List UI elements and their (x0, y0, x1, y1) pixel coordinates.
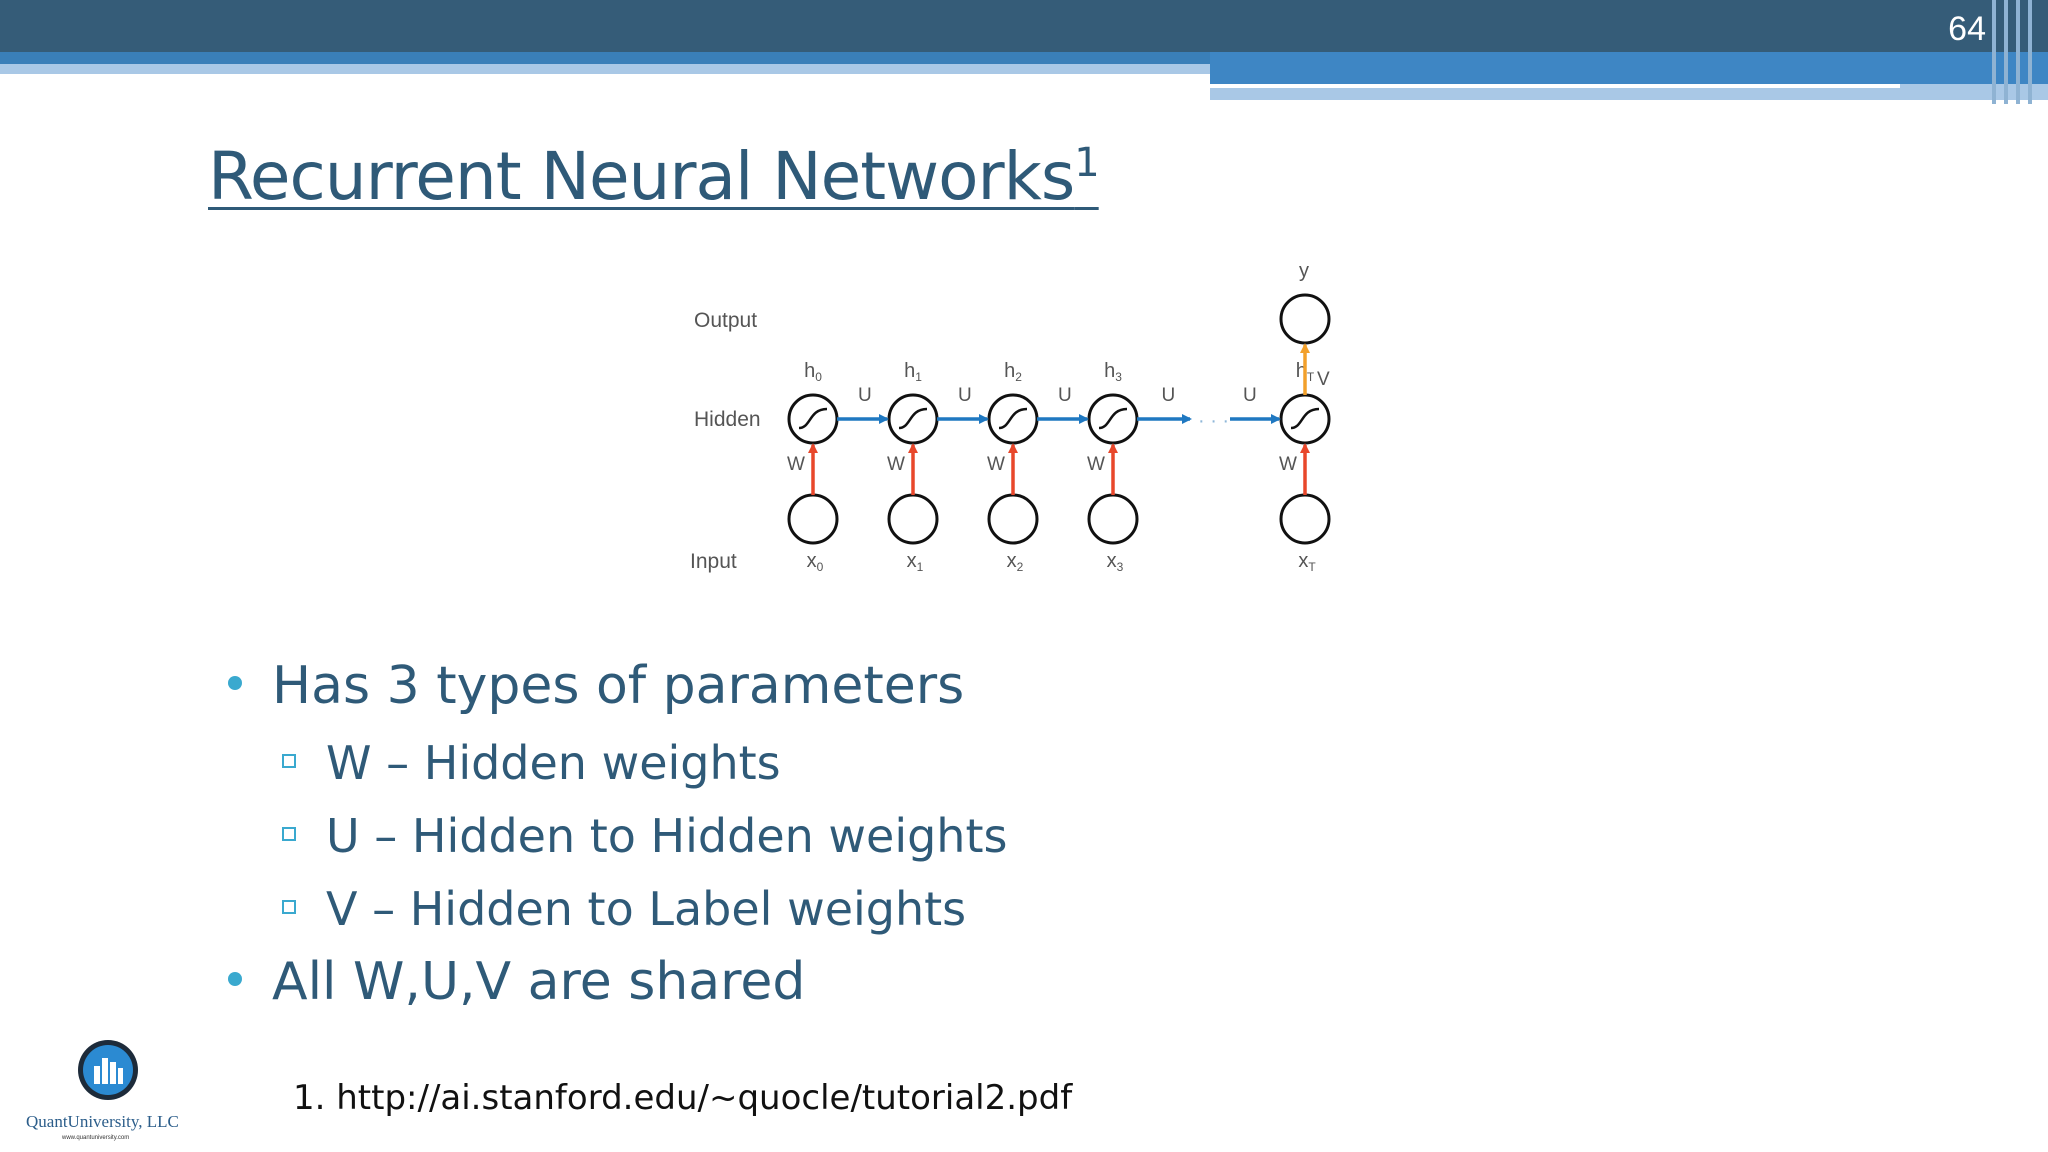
hidden-node (987, 393, 1039, 445)
bullet-dot (228, 676, 242, 690)
header-dark-band (0, 0, 2048, 52)
header-white-line (1210, 84, 1900, 88)
input-label: x2 (1007, 550, 1024, 574)
bullet-text: All W,U,V are shared (272, 952, 806, 1012)
input-label: x3 (1107, 550, 1124, 574)
input-label: x1 (907, 550, 924, 574)
bullet-square (282, 753, 296, 768)
row-label-hidden: Hidden (694, 408, 761, 431)
logo-company-name: QuantUniversity, LLC (26, 1112, 179, 1131)
bullet-text: U – Hidden to Hidden weights (326, 809, 1008, 863)
sigmoid-icon (998, 407, 1028, 430)
hidden-state-label: h3 (1104, 360, 1122, 384)
sub-bullet-item: V – Hidden to Label weights (282, 882, 966, 936)
w-label: W (1279, 454, 1297, 475)
row-label-output: Output (694, 309, 757, 332)
header-stripe (2004, 0, 2008, 104)
u-label: U (858, 385, 872, 406)
sigmoid-icon (898, 407, 928, 430)
logo-url: www.quantuniversity.com (62, 1135, 130, 1141)
sigmoid-icon (1290, 407, 1320, 430)
ellipsis: · · · (1198, 410, 1229, 432)
input-label: x0 (807, 550, 824, 574)
header-blue-band-right (1210, 52, 2048, 84)
header-stripe (1992, 0, 1996, 104)
rnn-diagram: Output Hidden Input Wh0 x0 Wh1 x1 Wh2 x2 Wh3 x3… (690, 260, 1331, 574)
bullet-text: W – Hidden weights (326, 736, 781, 790)
sigmoid-icon (798, 407, 828, 430)
bullet-square (282, 899, 296, 914)
slide-number: 64 (1948, 10, 1986, 48)
w-label: W (1087, 454, 1105, 475)
u-label: U (1243, 385, 1257, 406)
header-blue-band (0, 52, 1210, 64)
sub-bullet-item: W – Hidden weights (282, 736, 781, 790)
sigmoid-icon (1098, 407, 1128, 430)
bullet-dot (228, 972, 242, 986)
hidden-state-label: h1 (904, 360, 922, 384)
hidden-state-label: h2 (1004, 360, 1022, 384)
hidden-node (787, 393, 839, 445)
header-light-band-right (1210, 84, 2048, 100)
w-label: W (987, 454, 1005, 475)
input-node (787, 493, 839, 545)
u-label: U (1058, 385, 1072, 406)
input-node (887, 493, 939, 545)
hidden-node (887, 393, 939, 445)
header-light-band (0, 64, 1210, 74)
row-label-input: Input (690, 550, 737, 573)
u-label: U (958, 385, 972, 406)
w-label: W (787, 454, 805, 475)
footnote-link[interactable]: 1. http://ai.stanford.edu/~quocle/tutori… (293, 1078, 1073, 1118)
hidden-state-label: h0 (804, 360, 822, 384)
input-label: xT (1298, 550, 1316, 574)
title-footnote-marker: 1 (1074, 140, 1099, 186)
v-label: V (1317, 369, 1330, 390)
bullet-square (282, 826, 296, 841)
header-stripe (2016, 0, 2020, 104)
hidden-state-label: hT (1296, 360, 1315, 384)
slide-title: Recurrent Neural Networks1 (208, 138, 1100, 215)
output-node (1279, 293, 1331, 345)
quantuniversity-logo (78, 1040, 138, 1100)
bullet-text: Has 3 types of parameters (272, 656, 965, 716)
header-stripe (2028, 0, 2032, 104)
bullet-item: All W,U,V are shared (228, 952, 805, 1012)
bullet-item: Has 3 types of parameters (228, 656, 964, 716)
bullet-text: V – Hidden to Label weights (326, 882, 967, 936)
u-label: U (1162, 385, 1176, 406)
sub-bullet-item: U – Hidden to Hidden weights (282, 809, 1007, 863)
input-node (1087, 493, 1139, 545)
hidden-node (1279, 393, 1331, 445)
hidden-node (1087, 393, 1139, 445)
w-label: W (887, 454, 905, 475)
slide-title-text: Recurrent Neural Networks (208, 138, 1075, 215)
input-node (987, 493, 1039, 545)
input-node (1279, 493, 1331, 545)
output-y-label: y (1299, 260, 1309, 282)
